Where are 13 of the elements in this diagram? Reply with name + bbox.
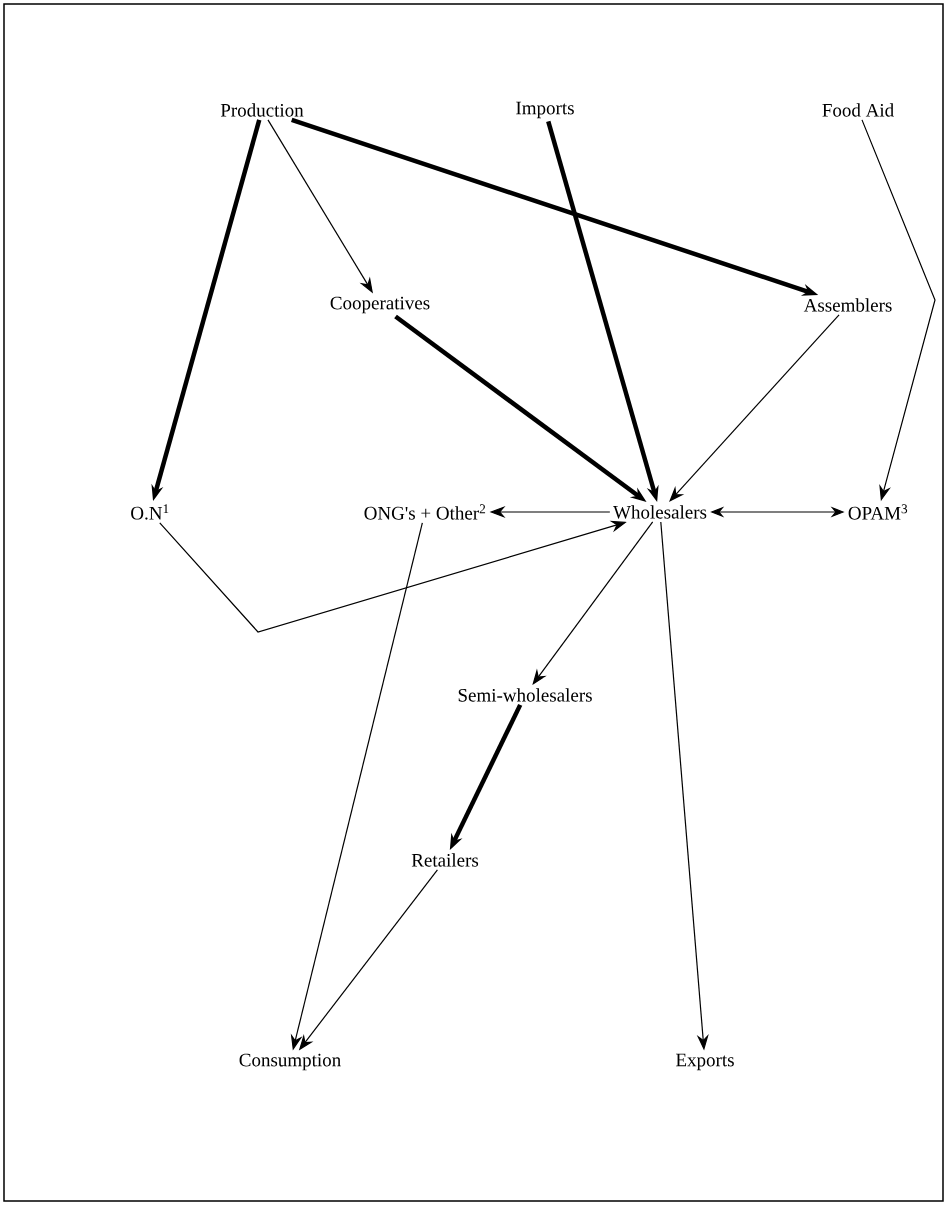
- flow-label: Food Aid: [822, 103, 894, 117]
- flow-label: Semi-wholesalers: [458, 688, 592, 702]
- flow-label: O.N$^{1}$: [131, 504, 169, 520]
- flow-label: Consumption: [239, 1053, 341, 1071]
- flow-label: Assemblers: [803, 298, 892, 312]
- flow-label: ONG's + Other$^{2}$: [364, 504, 486, 520]
- flow-label: OPAM$^{3}$: [848, 504, 908, 520]
- flow-label: Wholesalers: [613, 505, 707, 519]
- flow-label: Cooperatives: [330, 296, 430, 314]
- flow-label: Retailers: [411, 853, 479, 867]
- flow-label: Production: [220, 103, 304, 117]
- flow-label: Exports: [676, 1053, 734, 1071]
- flow-label: Imports: [516, 101, 574, 119]
